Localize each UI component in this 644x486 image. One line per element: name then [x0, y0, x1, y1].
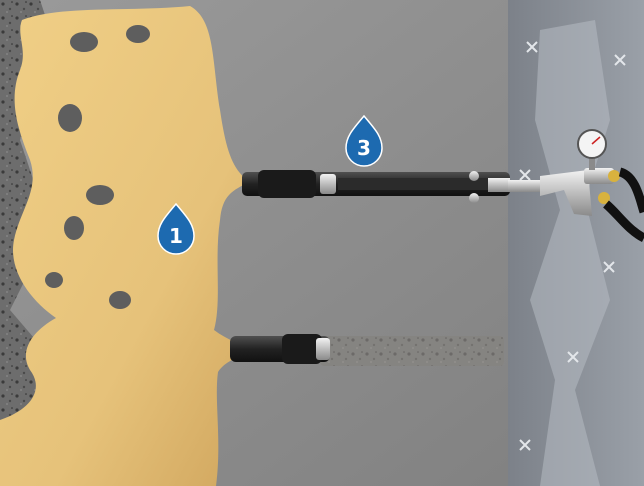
- lower-packer: [230, 334, 504, 366]
- marker-3-label: 3: [357, 136, 371, 160]
- marker-1-label: 1: [169, 224, 183, 248]
